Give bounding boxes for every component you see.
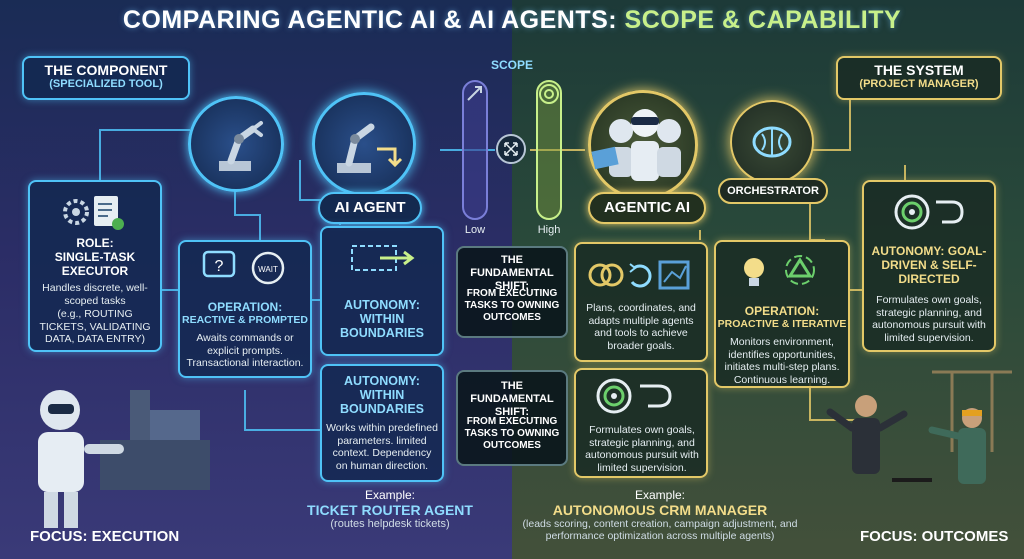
scope-low-label: Low <box>464 224 486 236</box>
scope-low-icon <box>467 86 482 101</box>
page-title: COMPARING AGENTIC AI & AI AGENTS: SCOPE … <box>0 6 1024 35</box>
goals-box: Formulates own goals, strategic planning… <box>574 368 708 478</box>
plans-box: Plans, coordinates, and adapts multiple … <box>574 242 708 362</box>
expand-arrows-icon <box>504 142 518 156</box>
orchestrator-circle <box>730 100 814 184</box>
system-box: THE SYSTEM (PROJECT MANAGER) <box>836 56 1002 100</box>
gear-checklist-icon <box>63 196 124 230</box>
brain-network-icon <box>752 126 792 158</box>
fundamental-shift-top: THE FUNDAMENTAL SHIFT: FROM EXECUTING TA… <box>456 246 568 338</box>
role-box: ROLE: SINGLE-TASK EXECUTOR Handles discr… <box>28 180 162 352</box>
left-example-label: Example: <box>364 488 416 502</box>
target-path-icon-2 <box>596 378 672 414</box>
robot-arm-icon <box>219 121 263 171</box>
autonomy-top-title: AUTONOMY: WITHIN BOUNDARIES <box>339 298 425 340</box>
right-operation-title: OPERATION: <box>744 304 820 318</box>
ai-agent-badge: AI AGENT <box>318 192 422 224</box>
right-example-desc: (leads scoring, content creation, campai… <box>522 518 798 542</box>
robot-arm-circle <box>188 96 284 192</box>
shift-top-title: THE FUNDAMENTAL SHIFT: <box>470 254 554 292</box>
right-operation-desc: Monitors environment, identifies opportu… <box>724 336 840 386</box>
bulb-recycle-icon <box>744 255 815 286</box>
robot-arm-plug-icon <box>337 123 403 173</box>
rings-cycle-map-icon <box>588 260 690 290</box>
agent-circle <box>312 92 416 196</box>
operation-title: OPERATION: <box>207 300 283 314</box>
orchestrator-badge: ORCHESTRATOR <box>718 178 828 204</box>
scope-expand-button <box>496 134 526 164</box>
scope-label: SCOPE <box>490 58 533 72</box>
autonomy-goal-box: AUTONOMY: GOAL-DRIVEN & SELF-DIRECTED Fo… <box>862 180 996 352</box>
scope-low-bar <box>462 80 488 220</box>
right-example-label: Example: <box>634 488 686 502</box>
factory-robot-illustration <box>38 390 210 528</box>
conductor-illustration <box>826 370 1012 484</box>
role-title: ROLE: <box>76 236 114 250</box>
scope-high-target-icon <box>539 84 559 104</box>
system-title: THE SYSTEM <box>874 62 964 78</box>
target-path-icon <box>894 194 964 230</box>
left-example: Example: TICKET ROUTER AGENT (routes hel… <box>300 488 480 530</box>
focus-execution: FOCUS: EXECUTION <box>30 528 180 545</box>
role-examples: (e.g., ROUTING TICKETS, VALIDATING DATA,… <box>39 308 151 345</box>
fundamental-shift-bottom: THE FUNDAMENTAL SHIFT: FROM EXECUTING TA… <box>456 370 568 466</box>
operation-desc: Awaits commands or explicit prompts. Tra… <box>186 332 304 369</box>
right-example: Example: AUTONOMOUS CRM MANAGER (leads s… <box>512 488 808 542</box>
right-operation-subtitle: PROACTIVE & ITERATIVE <box>717 318 847 330</box>
chat-timer-icon: ? WAIT <box>202 250 285 285</box>
agentic-ai-badge: AGENTIC AI <box>588 192 706 224</box>
component-subtitle: (SPECIALIZED TOOL) <box>49 78 163 90</box>
component-box: THE COMPONENT (SPECIALIZED TOOL) <box>22 56 190 100</box>
autonomy-bottom-desc: Works within predefined parameters. limi… <box>326 422 438 472</box>
system-subtitle: (PROJECT MANAGER) <box>859 78 979 90</box>
focus-outcomes: FOCUS: OUTCOMES <box>860 528 1009 545</box>
left-example-desc: (routes helpdesk tickets) <box>330 518 450 530</box>
right-example-name: AUTONOMOUS CRM MANAGER <box>552 502 768 518</box>
left-example-name: TICKET ROUTER AGENT <box>307 502 473 518</box>
plans-desc: Plans, coordinates, and adapts multiple … <box>586 302 696 352</box>
robot-team-circle <box>588 90 698 200</box>
title-main: COMPARING AGENTIC AI & AI AGENTS: <box>122 6 618 34</box>
role-name: SINGLE-TASK EXECUTOR <box>54 250 136 278</box>
goals-desc: Formulates own goals, strategic planning… <box>585 424 699 474</box>
autonomy-bottom-title: AUTONOMY: WITHIN BOUNDARIES <box>339 374 425 416</box>
autonomy-goal-title: AUTONOMY: GOAL-DRIVEN & SELF-DIRECTED <box>871 244 987 286</box>
shift-bottom-title: THE FUNDAMENTAL SHIFT: <box>470 380 554 418</box>
shift-bottom-desc: FROM EXECUTING TASKS TO OWNING OUTCOMES <box>464 416 560 451</box>
autonomy-top-box: AUTONOMY: WITHIN BOUNDARIES <box>320 226 444 356</box>
bounded-arrow-icon <box>351 245 415 271</box>
scope-high-label: High <box>537 224 561 236</box>
component-title: THE COMPONENT <box>44 62 168 78</box>
role-desc: Handles discrete, well-scoped tasks <box>42 282 148 307</box>
autonomy-goal-desc: Formulates own goals, strategic planning… <box>872 294 986 344</box>
title-accent: SCOPE & CAPABILITY <box>624 6 902 34</box>
operation-subtitle: REACTIVE & PROMPTED <box>181 314 308 326</box>
robot-team-icon <box>591 109 681 181</box>
shift-top-desc: FROM EXECUTING TASKS TO OWNING OUTCOMES <box>464 288 560 323</box>
autonomy-bottom-box: AUTONOMY: WITHIN BOUNDARIES Works within… <box>320 364 444 482</box>
right-operation-box: OPERATION: PROACTIVE & ITERATIVE Monitor… <box>714 240 850 388</box>
timer-wait-label: WAIT <box>258 265 278 274</box>
chat-question-mark: ? <box>215 258 224 275</box>
operation-box: ? WAIT OPERATION: REACTIVE & PROMPTED Aw… <box>178 240 312 378</box>
